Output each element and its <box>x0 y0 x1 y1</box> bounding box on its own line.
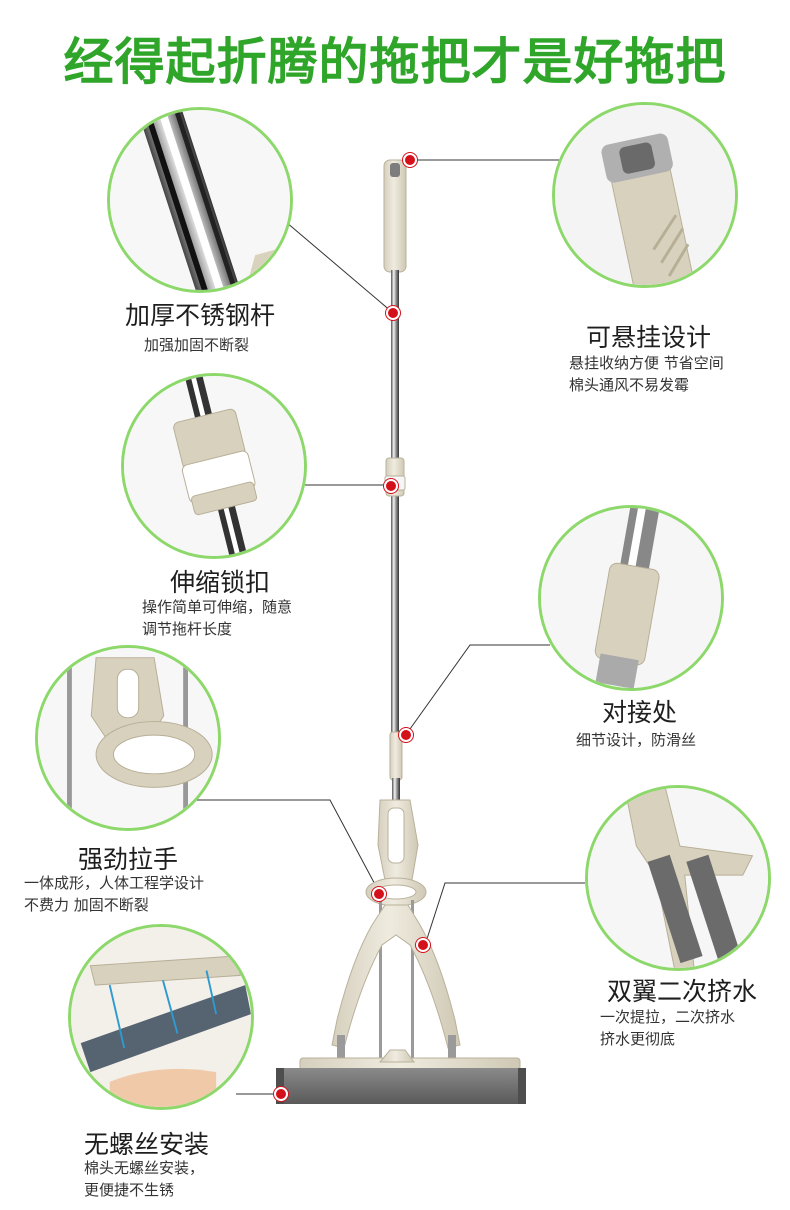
steel-rod-title: 加厚不锈钢杆 <box>125 301 276 330</box>
steel-rod-detail-image <box>107 107 293 293</box>
handle-desc: 一体成形，人体工程学设计 不费力 加固不断裂 <box>24 874 205 914</box>
pull-handle <box>365 799 427 907</box>
mop-illustration <box>276 159 526 1104</box>
mop-head-bracket <box>299 1049 521 1071</box>
line-handle <box>194 799 379 891</box>
marker-hang <box>403 153 417 167</box>
top-grip <box>383 159 407 273</box>
sponge-head <box>276 1068 526 1104</box>
hang-detail-image <box>552 102 738 288</box>
page-title: 经得起折腾的拖把才是好拖把 <box>63 33 727 91</box>
marker-lock <box>384 479 398 493</box>
hang-desc: 悬挂收纳方便 节省空间 棉头通风不易发霉 <box>569 354 724 394</box>
wings-desc: 一次提拉，二次挤水 挤水更彻底 <box>600 1008 736 1048</box>
hang-title: 可悬挂设计 <box>586 323 712 352</box>
lock-desc: 操作简单可伸缩，随意 调节拖杆长度 <box>142 598 293 638</box>
handle-detail-image <box>35 645 221 831</box>
line-steel-rod <box>285 221 393 313</box>
joint-desc: 细节设计，防滑丝 <box>576 731 697 749</box>
marker-wings <box>416 938 430 952</box>
joint-title: 对接处 <box>602 698 678 727</box>
wings-title: 双翼二次挤水 <box>607 977 758 1006</box>
screwless-detail-image <box>68 924 254 1110</box>
wings-detail-image <box>585 785 771 971</box>
steel-rod-desc: 加强加固不断裂 <box>144 336 250 354</box>
lock-title: 伸缩锁扣 <box>170 568 271 597</box>
screwless-title: 无螺丝安装 <box>84 1130 210 1159</box>
joint-detail-image <box>538 505 724 691</box>
lock-detail-image <box>121 373 307 559</box>
handle-title: 强劲拉手 <box>78 845 179 874</box>
marker-joint <box>399 728 413 742</box>
marker-screwless <box>274 1087 288 1101</box>
upper-rod <box>391 270 399 740</box>
line-joint <box>404 644 550 737</box>
marker-handle <box>372 887 386 901</box>
marker-steel-rod <box>386 306 400 320</box>
line-wings <box>424 882 585 946</box>
screwless-desc: 棉头无螺丝安装， 更便捷不生锈 <box>84 1159 205 1199</box>
y-frame <box>331 904 461 1049</box>
